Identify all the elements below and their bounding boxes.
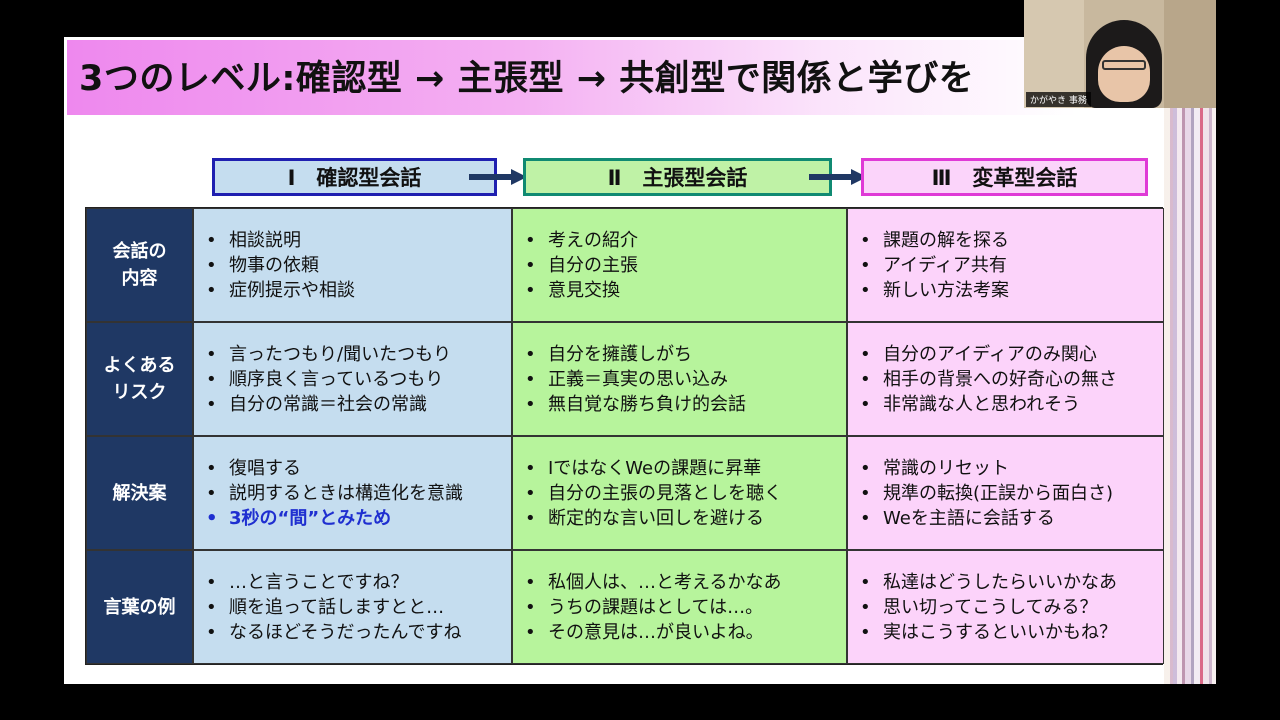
row-header-risk: よくある リスク bbox=[86, 322, 193, 436]
list-item: うちの課題はとしては…。 bbox=[525, 595, 846, 620]
comparison-table: 会話の 内容 相談説明 物事の依頼 症例提示や相談 考えの紹介 自分の主張 意見… bbox=[85, 207, 1164, 665]
list-item: 自分の主張 bbox=[525, 253, 846, 278]
list-item: アイディア共有 bbox=[860, 253, 1163, 278]
column-header-transform: Ⅲ 変革型会話 bbox=[861, 158, 1148, 196]
slide-title: 3つのレベル:確認型 → 主張型 → 共創型で関係と学びを bbox=[79, 59, 975, 99]
highlighted-list-item: 3秒の“間”とみため bbox=[206, 506, 511, 531]
row-header-phrases: 言葉の例 bbox=[86, 550, 193, 664]
decorative-stripe bbox=[1164, 105, 1216, 684]
bullet-list: 私個人は、…と考えるかなあ うちの課題はとしては…。 その意見は…が良いよね。 bbox=[513, 551, 846, 645]
list-item: その意見は…が良いよね。 bbox=[525, 620, 846, 645]
bullet-list: 言ったつもり/聞いたつもり 順序良く言っているつもり 自分の常識＝社会の常識 bbox=[194, 323, 511, 417]
title-bar: 3つのレベル:確認型 → 主張型 → 共創型で関係と学びを bbox=[67, 40, 1077, 115]
table-cell: 相談説明 物事の依頼 症例提示や相談 bbox=[193, 208, 512, 322]
participant-name: かがやき 事務 bbox=[1026, 92, 1091, 107]
list-item: 相手の背景への好奇心の無さ bbox=[860, 367, 1163, 392]
list-item: IではなくWeの課題に昇華 bbox=[525, 456, 846, 481]
right-arrow-icon bbox=[809, 169, 867, 185]
list-item: 自分のアイディアのみ関心 bbox=[860, 342, 1163, 367]
list-item: 規準の転換(正誤から面白さ) bbox=[860, 481, 1163, 506]
participant-glasses bbox=[1102, 60, 1146, 70]
list-item: …と言うことですね？ bbox=[206, 570, 511, 595]
list-item: 常識のリセット bbox=[860, 456, 1163, 481]
table-cell: 常識のリセット 規準の転換(正誤から面白さ) Weを主語に会話する bbox=[847, 436, 1164, 550]
list-item: 復唱する bbox=[206, 456, 511, 481]
bullet-list: IではなくWeの課題に昇華 自分の主張の見落としを聴く 断定的な言い回しを避ける bbox=[513, 437, 846, 531]
table-cell: 課題の解を探る アイディア共有 新しい方法考案 bbox=[847, 208, 1164, 322]
list-item: 順を追って話しますとと… bbox=[206, 595, 511, 620]
right-arrow-icon bbox=[469, 169, 527, 185]
list-item: 自分の主張の見落としを聴く bbox=[525, 481, 846, 506]
table-cell: 考えの紹介 自分の主張 意見交換 bbox=[512, 208, 847, 322]
video-background bbox=[1024, 0, 1084, 108]
table-cell: 復唱する 説明するときは構造化を意識 3秒の“間”とみため bbox=[193, 436, 512, 550]
bullet-list: 復唱する 説明するときは構造化を意識 3秒の“間”とみため bbox=[194, 437, 511, 531]
list-item: 私達はどうしたらいいかなあ bbox=[860, 570, 1163, 595]
bullet-list: 考えの紹介 自分の主張 意見交換 bbox=[513, 209, 846, 303]
table-cell: 自分を擁護しがち 正義＝真実の思い込み 無自覚な勝ち負け的会話 bbox=[512, 322, 847, 436]
row-header-solution: 解決案 bbox=[86, 436, 193, 550]
table-cell: 私個人は、…と考えるかなあ うちの課題はとしては…。 その意見は…が良いよね。 bbox=[512, 550, 847, 664]
list-item: Weを主語に会話する bbox=[860, 506, 1163, 531]
list-item: 断定的な言い回しを避ける bbox=[525, 506, 846, 531]
list-item: 新しい方法考案 bbox=[860, 278, 1163, 303]
table-cell: 言ったつもり/聞いたつもり 順序良く言っているつもり 自分の常識＝社会の常識 bbox=[193, 322, 512, 436]
list-item: 意見交換 bbox=[525, 278, 846, 303]
bullet-list: 常識のリセット 規準の転換(正誤から面白さ) Weを主語に会話する bbox=[848, 437, 1163, 531]
column-header-confirm: Ⅰ 確認型会話 bbox=[212, 158, 497, 196]
list-item: 相談説明 bbox=[206, 228, 511, 253]
list-item: 説明するときは構造化を意識 bbox=[206, 481, 511, 506]
list-item: 課題の解を探る bbox=[860, 228, 1163, 253]
list-item: 自分を擁護しがち bbox=[525, 342, 846, 367]
list-item: 無自覚な勝ち負け的会話 bbox=[525, 392, 846, 417]
participant-video-tile[interactable]: かがやき 事務 bbox=[1024, 0, 1216, 108]
list-item: 症例提示や相談 bbox=[206, 278, 511, 303]
bullet-list: 相談説明 物事の依頼 症例提示や相談 bbox=[194, 209, 511, 303]
table-cell: IではなくWeの課題に昇華 自分の主張の見落としを聴く 断定的な言い回しを避ける bbox=[512, 436, 847, 550]
table-cell: 自分のアイディアのみ関心 相手の背景への好奇心の無さ 非常識な人と思われそう bbox=[847, 322, 1164, 436]
participant-face bbox=[1098, 46, 1150, 102]
list-item: なるほどそうだったんですね bbox=[206, 620, 511, 645]
presentation-slide: 3つのレベル:確認型 → 主張型 → 共創型で関係と学びを Ⅰ 確認型会話 Ⅱ … bbox=[64, 37, 1216, 684]
bullet-list: 自分のアイディアのみ関心 相手の背景への好奇心の無さ 非常識な人と思われそう bbox=[848, 323, 1163, 417]
bullet-list: 自分を擁護しがち 正義＝真実の思い込み 無自覚な勝ち負け的会話 bbox=[513, 323, 846, 417]
bullet-list: 私達はどうしたらいいかなあ 思い切ってこうしてみる？ 実はこうするといいかもね？ bbox=[848, 551, 1163, 645]
list-item: 言ったつもり/聞いたつもり bbox=[206, 342, 511, 367]
list-item: 非常識な人と思われそう bbox=[860, 392, 1163, 417]
row-header-content: 会話の 内容 bbox=[86, 208, 193, 322]
table-cell: 私達はどうしたらいいかなあ 思い切ってこうしてみる？ 実はこうするといいかもね？ bbox=[847, 550, 1164, 664]
list-item: 思い切ってこうしてみる？ bbox=[860, 595, 1163, 620]
list-item: 自分の常識＝社会の常識 bbox=[206, 392, 511, 417]
video-background bbox=[1164, 0, 1216, 108]
table-cell: …と言うことですね？ 順を追って話しますとと… なるほどそうだったんですね bbox=[193, 550, 512, 664]
bullet-list: …と言うことですね？ 順を追って話しますとと… なるほどそうだったんですね bbox=[194, 551, 511, 645]
list-item: 順序良く言っているつもり bbox=[206, 367, 511, 392]
list-item: 実はこうするといいかもね？ bbox=[860, 620, 1163, 645]
column-header-assert: Ⅱ 主張型会話 bbox=[523, 158, 832, 196]
list-item: 私個人は、…と考えるかなあ bbox=[525, 570, 846, 595]
list-item: 考えの紹介 bbox=[525, 228, 846, 253]
list-item: 正義＝真実の思い込み bbox=[525, 367, 846, 392]
list-item: 物事の依頼 bbox=[206, 253, 511, 278]
bullet-list: 課題の解を探る アイディア共有 新しい方法考案 bbox=[848, 209, 1163, 303]
